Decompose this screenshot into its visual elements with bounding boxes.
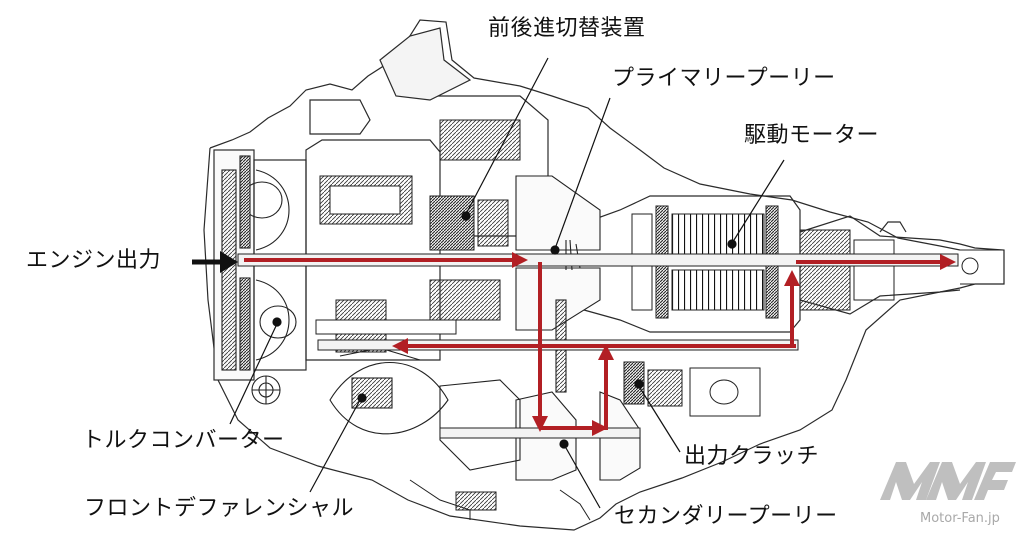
flow-arrowhead-secondary	[592, 420, 608, 436]
watermark-text: Motor-Fan.jp	[920, 511, 1000, 526]
leader-drive-motor	[733, 159, 785, 241]
flow-arrowhead-primary	[512, 252, 528, 268]
forward-reverse-section-drawing	[315, 119, 521, 353]
label-secondary-pulley: セカンダリープーリー	[614, 504, 838, 529]
leader-secondary-pulley	[565, 447, 601, 509]
label-drive-motor: 駆動モーター	[744, 123, 880, 148]
label-output-clutch: 出力クラッチ	[684, 444, 820, 469]
flow-arrowhead-up-motor	[784, 270, 800, 286]
leader-torque-converter	[229, 325, 277, 425]
power-flow-arrows	[244, 252, 956, 436]
front-differential-drawing	[329, 347, 521, 471]
flow-arrowhead-output	[940, 254, 956, 270]
flow-arrowhead-up-clutch	[598, 344, 614, 360]
label-forward-reverse-switch: 前後進切替装置	[488, 16, 646, 41]
output-section-drawing	[623, 229, 1005, 417]
label-primary-pulley: プライマリープーリー	[612, 66, 836, 91]
label-torque-converter: トルクコンバーター	[82, 428, 285, 453]
label-front-differential: フロントデファレンシャル	[84, 496, 355, 521]
flow-arrowhead-down	[532, 416, 548, 432]
leader-front-differential	[309, 399, 361, 493]
mf-logo-icon	[880, 462, 1016, 500]
lower-brackets-drawing	[409, 479, 591, 521]
leader-primary-pulley	[555, 97, 611, 247]
torque-converter-drawing	[221, 155, 297, 405]
leader-forward-reverse	[465, 57, 549, 215]
label-engine-output: エンジン出力	[26, 248, 162, 273]
engine-input-arrow	[192, 251, 238, 273]
flow-arrowhead-differential	[392, 338, 408, 354]
leader-output-clutch	[639, 387, 681, 453]
callout-leaders	[229, 57, 785, 509]
